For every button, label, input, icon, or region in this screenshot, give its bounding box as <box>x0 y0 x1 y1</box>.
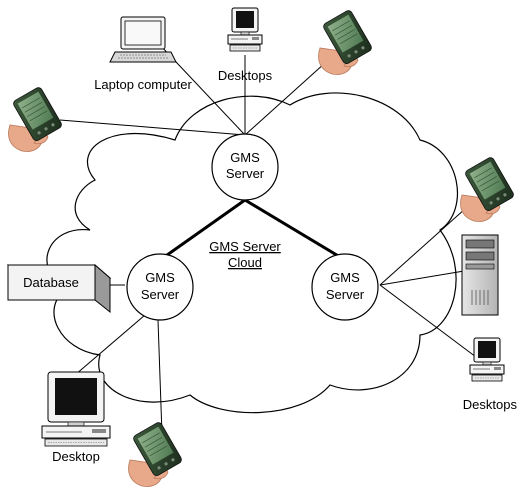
pda-icon <box>318 8 374 76</box>
pda-top-right <box>318 8 374 76</box>
gms-server-right: GMS Server <box>311 253 379 321</box>
gms-server-left: GMS Server <box>126 253 194 321</box>
server-label-line1: GMS <box>145 270 175 285</box>
database: Database <box>6 263 112 314</box>
network-links <box>59 44 481 436</box>
desktop-icon <box>469 337 505 382</box>
desktop-icon <box>227 7 263 52</box>
cloud-label-line1: GMS Server <box>209 239 281 254</box>
pda-icon <box>460 155 516 223</box>
desktop-bottom-label: Desktop <box>52 449 100 464</box>
laptop-label: Laptop computer <box>94 77 192 92</box>
database-label: Database <box>23 275 79 290</box>
desktops-right-label: Desktops <box>463 397 517 412</box>
laptop-icon <box>109 16 177 63</box>
desktop-bottom: Desktop <box>41 371 111 464</box>
database-icon <box>6 263 112 314</box>
pda-left <box>8 85 64 153</box>
server-label-line1: GMS <box>330 270 360 285</box>
pda-icon <box>128 420 184 487</box>
pda-icon <box>8 85 64 153</box>
server-label-line2: Server <box>141 287 180 302</box>
pda-bottom <box>128 420 184 487</box>
desktop-icon <box>41 371 111 447</box>
server-label-line2: Server <box>326 287 365 302</box>
laptop: Laptop computer <box>94 16 192 92</box>
server-tower <box>461 234 499 316</box>
server-label-line2: Server <box>226 166 265 181</box>
desktops-right: Desktops <box>463 337 517 412</box>
desktops-top-label: Desktops <box>218 68 273 83</box>
server-label-line1: GMS <box>230 150 260 165</box>
cloud-label-line2: Cloud <box>228 255 262 270</box>
server-tower-icon <box>461 234 499 316</box>
pda-right <box>460 155 516 223</box>
desktops-top: Desktops <box>218 7 273 83</box>
gms-server-top: GMS Server <box>211 133 279 201</box>
